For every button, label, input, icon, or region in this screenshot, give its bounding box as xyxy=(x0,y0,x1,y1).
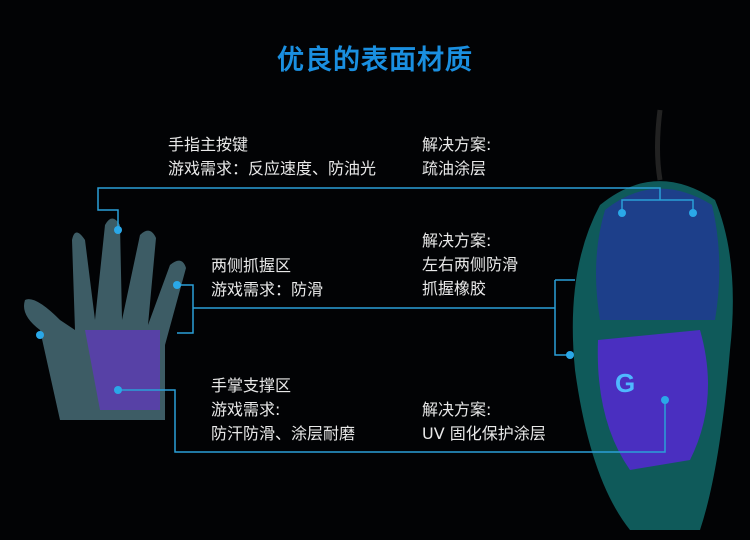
zone-need-detail: 防汗防滑、涂层耐磨 xyxy=(211,424,356,443)
zone-need: 游戏需求：防滑 xyxy=(211,280,324,299)
gaming-mouse-image: G xyxy=(572,109,733,531)
zone-need: 游戏需求: xyxy=(211,400,281,419)
zone-name: 手掌支撑区 xyxy=(211,376,292,395)
solution-label: 解决方案: xyxy=(422,400,492,419)
zone-name: 两侧抓握区 xyxy=(211,256,292,275)
zone-side-grip: 两侧抓握区 游戏需求：防滑 xyxy=(211,254,323,302)
zone-finger-buttons: 手指主按键 游戏需求：反应速度、防油光 xyxy=(168,133,376,181)
logo-g: G xyxy=(615,368,635,398)
solution-text: UV 固化保护涂层 xyxy=(422,424,546,443)
connector-dots xyxy=(36,209,697,404)
zone-palm-rest: 手掌支撑区 游戏需求: 防汗防滑、涂层耐磨 xyxy=(211,374,355,446)
zone-name: 手指主按键 xyxy=(168,135,249,154)
solution-text: 疏油涂层 xyxy=(422,159,487,178)
solution-finger-buttons: 解决方案: 疏油涂层 xyxy=(422,133,491,181)
zone-need: 游戏需求：反应速度、防油光 xyxy=(168,159,377,178)
solution-text: 左右两侧防滑 xyxy=(422,255,519,274)
solution-text: 抓握橡胶 xyxy=(422,279,487,298)
connector-lines xyxy=(97,187,694,453)
solution-side-grip: 解决方案: 左右两侧防滑 抓握橡胶 xyxy=(422,229,518,301)
solution-label: 解决方案: xyxy=(422,231,492,250)
solution-palm-rest: 解决方案: UV 固化保护涂层 xyxy=(422,398,546,446)
page-title: 优良的表面材质 xyxy=(277,45,473,76)
solution-label: 解决方案: xyxy=(422,135,492,154)
